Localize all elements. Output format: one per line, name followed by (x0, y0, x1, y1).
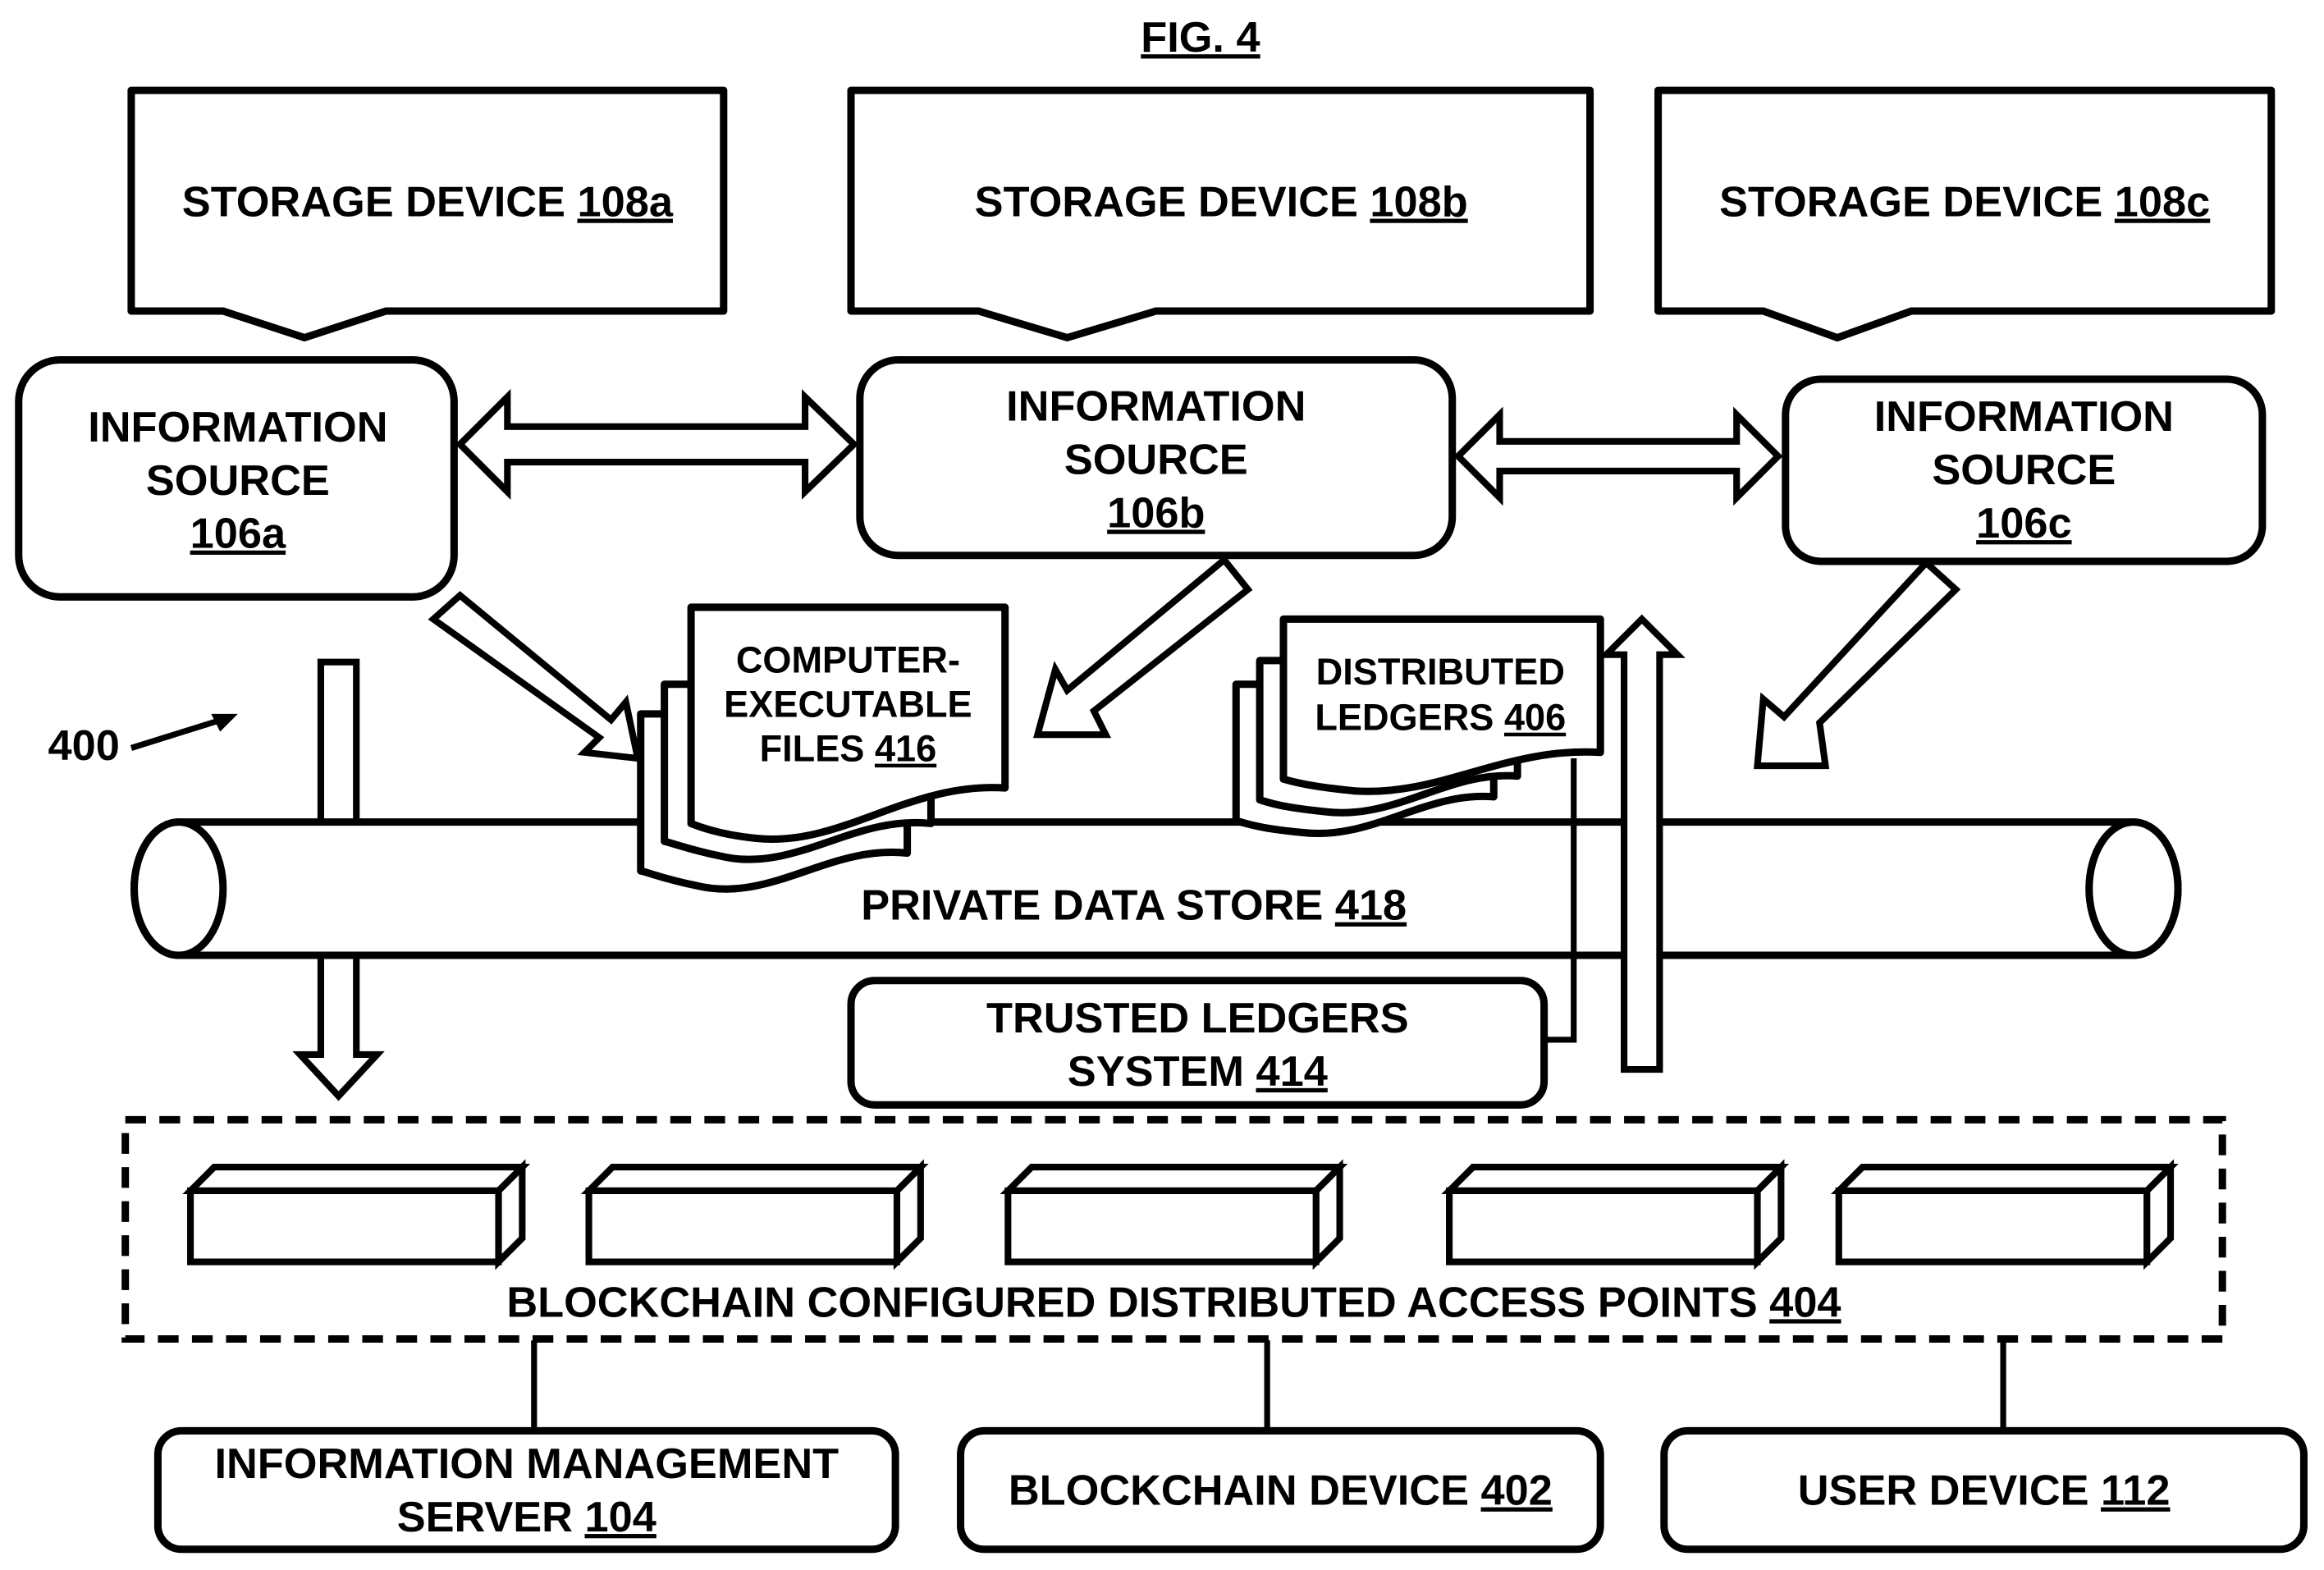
svg-text:STORAGE DEVICE 108a: STORAGE DEVICE 108a (182, 178, 674, 226)
information-source-106a: INFORMATION SOURCE 106a (15, 356, 458, 601)
figure-title: FIG. 4 (1141, 14, 1260, 62)
files-line1: COMPUTER- (736, 639, 960, 680)
private-data-store-418: PRIVATE DATA STORE 418 (130, 818, 2182, 959)
storage-device-108c: STORAGE DEVICE 108c (1654, 86, 2276, 341)
arrow-down-left-icon (1754, 558, 1961, 770)
access-point-nodes (182, 1159, 2179, 1270)
svg-text:STORAGE DEVICE 108c: STORAGE DEVICE 108c (1719, 178, 2210, 226)
trusted-ledgers-line1: TRUSTED LEDGERS (986, 995, 1409, 1042)
access-point-node (1000, 1159, 1348, 1270)
access-point-node (1441, 1159, 1790, 1270)
reference-arrow-icon (130, 715, 227, 751)
access-points-label: BLOCKCHAIN CONFIGURED DISTRIBUTED ACCESS… (506, 1279, 1757, 1326)
distributed-ledgers-406: DISTRIBUTED LEDGERS 406 (1232, 615, 1604, 837)
files-line2: EXECUTABLE (724, 683, 972, 725)
storage-device-ref: 108a (578, 178, 674, 226)
ledgers-line1: DISTRIBUTED (1316, 651, 1565, 693)
svg-text:BLOCKCHAIN DEVICE 402: BLOCKCHAIN DEVICE 402 (1009, 1467, 1553, 1515)
info-source-line2: SOURCE (1932, 446, 2116, 494)
information-management-server-104: INFORMATION MANAGEMENT SERVER 104 (153, 1426, 899, 1554)
svg-text:LEDGERS 406: LEDGERS 406 (1315, 697, 1566, 739)
bidirectional-arrow-icon (455, 388, 859, 500)
blockchain-device-label: BLOCKCHAIN DEVICE (1009, 1467, 1469, 1515)
blockchain-device-ref: 402 (1481, 1467, 1553, 1515)
ledgers-ref: 406 (1504, 697, 1566, 739)
arrow-down-left-icon (1033, 555, 1253, 739)
user-device-ref: 112 (2101, 1467, 2170, 1515)
access-points-ref: 404 (1769, 1279, 1841, 1326)
svg-text:STORAGE DEVICE 108b: STORAGE DEVICE 108b (975, 178, 1468, 226)
access-points-404: BLOCKCHAIN CONFIGURED DISTRIBUTED ACCESS… (121, 1115, 2226, 1343)
access-point-node (580, 1159, 929, 1270)
access-point-node (182, 1159, 531, 1270)
arrow-down-right-icon (428, 591, 643, 762)
storage-device-ref: 108b (1370, 178, 1467, 226)
svg-text:SYSTEM 414: SYSTEM 414 (1068, 1048, 1328, 1096)
info-source-line1: INFORMATION (1874, 393, 2174, 441)
information-source-106b: INFORMATION SOURCE 106b (856, 356, 1457, 560)
svg-text:BLOCKCHAIN CONFIGURED DISTRIBU: BLOCKCHAIN CONFIGURED DISTRIBUTED ACCESS… (506, 1279, 1841, 1326)
files-ref: 416 (875, 728, 936, 770)
info-source-line2: SOURCE (146, 457, 330, 505)
server-line1: INFORMATION MANAGEMENT (214, 1440, 839, 1488)
computer-executable-files-416: COMPUTER- EXECUTABLE FILES 416 (637, 603, 1009, 893)
private-data-store-label: PRIVATE DATA STORE (861, 882, 1323, 930)
blockchain-device-402: BLOCKCHAIN DEVICE 402 (957, 1426, 1604, 1554)
storage-device-ref: 108c (2115, 178, 2210, 226)
bidirectional-arrow-icon (1453, 406, 1783, 506)
private-data-store-ref: 418 (1335, 882, 1407, 930)
access-point-node (1830, 1159, 2179, 1270)
info-source-line1: INFORMATION (1006, 383, 1306, 431)
svg-text:USER DEVICE 112: USER DEVICE 112 (1798, 1467, 2171, 1515)
storage-device-108b: STORAGE DEVICE 108b (847, 86, 1594, 341)
trusted-ledgers-ref: 414 (1256, 1048, 1328, 1096)
user-device-label: USER DEVICE (1798, 1467, 2089, 1515)
information-source-106c: INFORMATION SOURCE 106c (1782, 375, 2267, 565)
trusted-ledgers-line2: SYSTEM (1068, 1048, 1244, 1096)
info-source-line2: SOURCE (1064, 437, 1248, 484)
info-source-ref: 106c (1976, 500, 2071, 547)
storage-device-108a: STORAGE DEVICE 108a (127, 86, 728, 341)
info-source-line1: INFORMATION (88, 404, 387, 451)
svg-text:PRIVATE DATA STORE 418: PRIVATE DATA STORE 418 (861, 882, 1407, 930)
storage-device-label: STORAGE DEVICE (182, 178, 565, 226)
reference-400: 400 (48, 722, 120, 770)
storage-device-label: STORAGE DEVICE (1719, 178, 2102, 226)
ledgers-line2: LEDGERS (1315, 697, 1494, 739)
ledger-connector-line (1547, 758, 1577, 1043)
files-line3: FILES (760, 728, 865, 770)
info-source-ref: 106a (190, 510, 286, 558)
trusted-ledgers-system-414: TRUSTED LEDGERS SYSTEM 414 (847, 977, 1549, 1109)
server-line2: SERVER (397, 1494, 573, 1541)
storage-device-label: STORAGE DEVICE (975, 178, 1358, 226)
server-ref: 104 (585, 1494, 656, 1541)
arrow-up-icon (1598, 614, 1686, 1073)
svg-text:FILES 416: FILES 416 (760, 728, 937, 770)
svg-text:SERVER 104: SERVER 104 (397, 1494, 656, 1541)
info-source-ref: 106b (1107, 489, 1205, 537)
user-device-112: USER DEVICE 112 (1660, 1426, 2308, 1554)
